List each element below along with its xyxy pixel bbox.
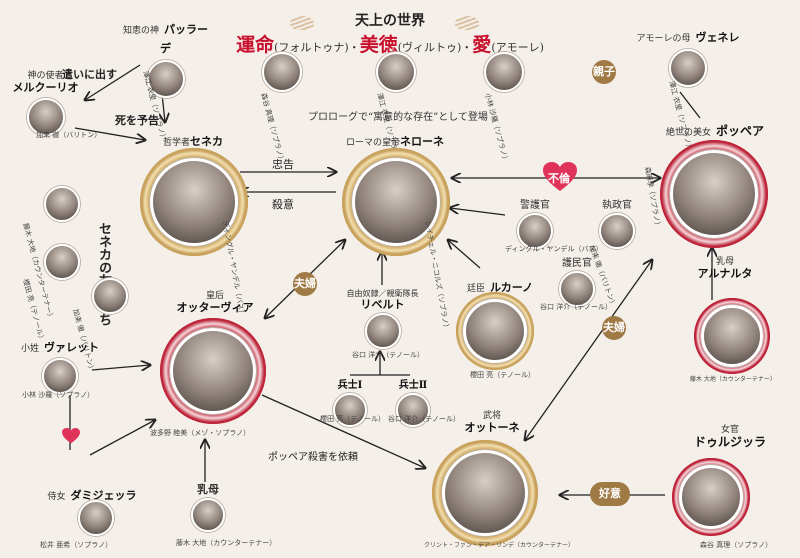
portrait <box>170 328 256 414</box>
heaven-title: 天上の世界 運命(フォルトゥナ)・美徳(ヴィルトゥ)・愛(アモーレ) <box>210 10 570 57</box>
cast-label: 谷口 洋介（テノール） <box>388 415 461 423</box>
label-foretells: 死を予告 <box>115 114 159 127</box>
cast-label: 森谷 真理（ソプラノ） <box>700 541 773 549</box>
arrow-lucano-nerone <box>448 240 481 269</box>
portrait <box>44 244 80 280</box>
char-nutrice: 乳母 <box>188 483 228 533</box>
portrait-frame <box>694 298 770 374</box>
god-fortuna <box>262 52 302 92</box>
cast-label: 藤木 大地（カウンターテナー） <box>690 376 776 383</box>
char-valletto: 小姓 ヴァレット <box>20 336 100 394</box>
cast-label: 加耒 徹（バリトン） <box>36 131 102 139</box>
label-advice: 忠告 <box>272 158 294 171</box>
cast-label: 谷口 洋介（テノール） <box>540 303 613 311</box>
wing-ornament <box>290 16 314 30</box>
portrait <box>376 52 416 92</box>
cast-label: 小林 沙羅（ソプラノ） <box>22 391 95 399</box>
portrait <box>352 158 440 246</box>
arrow-pallade-mercurio <box>85 64 141 100</box>
portrait <box>364 312 401 349</box>
label-murder: 殺意 <box>272 198 294 211</box>
portrait-frame <box>672 458 750 536</box>
char-consul: 執政官 <box>592 200 642 249</box>
portrait <box>78 500 114 536</box>
char-venere: アモーレの母 ヴェネレ <box>628 26 748 87</box>
char-liberto: 自由奴隷／親衛隊長 リベルト <box>335 289 430 349</box>
char-guard: 警護官 <box>510 200 560 249</box>
char-poppea: 絶世の美女 ポッペア <box>665 124 765 138</box>
arrow-guard-nerone <box>450 208 506 216</box>
portrait <box>150 158 238 246</box>
badge-couple: 夫婦 <box>293 272 317 296</box>
arrow-request <box>261 394 425 468</box>
label-request: ポッペア殺害を依頼 <box>268 452 358 463</box>
heart-icon <box>62 428 80 444</box>
cast-label: 櫻田 亮（テノール） <box>320 415 386 423</box>
char-lucano: 廷臣 ルカーノ <box>466 281 534 294</box>
portrait <box>463 299 527 363</box>
portrait <box>484 52 524 92</box>
arrow-mercurio-seneca <box>74 127 145 140</box>
allegory-names: 運命(フォルトゥナ)・美徳(ヴィルトゥ)・愛(アモーレ) <box>236 34 544 56</box>
char-nerone: ローマの皇帝ネローネ <box>345 135 444 148</box>
portrait-frame <box>432 440 538 546</box>
arrow-couple-poppea-ottone <box>525 260 652 440</box>
prologue-note: プロローグで“寓意的な存在”として登場 <box>308 112 488 123</box>
arrow-damigella-ottavia <box>89 420 155 456</box>
portrait <box>599 213 635 249</box>
char-mercurio: 神の使者 メルクーリオ <box>8 71 83 136</box>
label-affair: 不倫 <box>548 172 570 185</box>
portrait <box>701 305 763 367</box>
badge-parent-child: 親子 <box>592 60 616 84</box>
char-damigella: 侍女 ダミジェッラ <box>47 489 137 502</box>
portrait <box>396 393 430 427</box>
portrait-frame <box>160 318 266 424</box>
cast-label: クリント・ファン・デア・リンデ（カウンターテナー） <box>424 542 575 549</box>
cast-label: 櫻田 亮（テノール） <box>470 371 536 379</box>
char-tribune: 護民官 <box>552 258 602 307</box>
portrait-frame <box>660 140 768 248</box>
portrait <box>679 465 743 529</box>
arrow-valletto-ottavia <box>91 365 150 370</box>
char-soldier2: 兵士Ⅱ <box>393 380 433 427</box>
cast-label: 谷口 洋介（テノール） <box>352 351 425 359</box>
portrait <box>517 213 553 249</box>
char-ottone: 武将 オットーネ <box>464 411 520 434</box>
portrait <box>191 498 225 533</box>
portrait <box>146 60 185 98</box>
portrait <box>559 271 595 307</box>
portrait <box>670 150 758 238</box>
heaven-heading: 天上の世界 <box>355 13 425 29</box>
portrait-frame <box>456 292 534 370</box>
portrait <box>26 97 65 136</box>
portrait-frame <box>342 148 450 256</box>
char-drusilla: 女官 ドゥルジッラ <box>693 425 766 449</box>
god-amore <box>484 52 524 92</box>
char-arnalta: 乳母 アルナルタ <box>697 257 753 280</box>
portrait <box>442 450 528 536</box>
portrait <box>333 393 367 427</box>
heart-icon <box>543 162 577 191</box>
portrait-frame <box>140 148 248 256</box>
god-virtu <box>376 52 416 92</box>
arrow-venere-poppea <box>679 91 701 119</box>
wing-ornament <box>455 16 479 30</box>
char-ottavia: 皇后 オッターヴィア <box>176 291 254 314</box>
portrait <box>44 186 80 222</box>
char-pallade: 知恵の神 パッラーデ <box>118 18 213 98</box>
char-seneca: 哲学者セネカ <box>162 135 223 148</box>
portrait <box>262 52 302 92</box>
cast-label: 藤木 大地（カウンターテナー） <box>176 539 277 547</box>
badge-couple: 夫婦 <box>602 316 626 340</box>
char-soldier1: 兵士Ⅰ <box>330 380 370 427</box>
cast-label: ディングル・ヤンデル（バス） <box>505 245 603 253</box>
portrait <box>669 49 707 87</box>
label-sends: 遣いに出す <box>62 68 117 81</box>
cast-label: 波多野 睦美（メゾ・ソプラノ） <box>150 429 251 437</box>
portrait <box>92 278 128 314</box>
badge-favor: 好意 <box>590 482 630 506</box>
portrait <box>42 358 78 394</box>
cast-label: 松井 亜希（ソプラノ） <box>40 541 113 549</box>
